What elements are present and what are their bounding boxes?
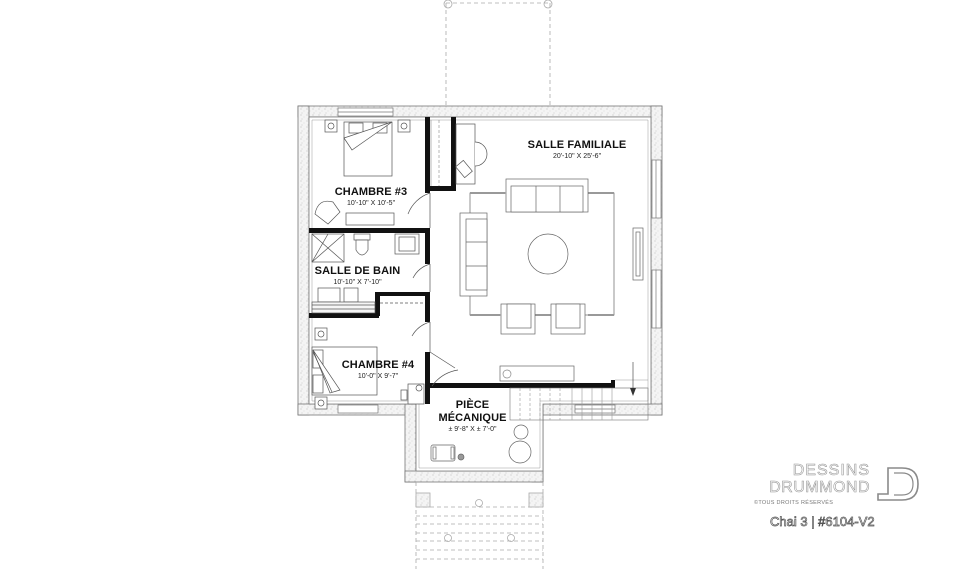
logo-text-dessins: DESSINS <box>792 462 870 480</box>
family-room-furniture <box>459 178 644 382</box>
closet <box>430 120 440 186</box>
windows <box>337 107 662 414</box>
room-dimensions: 10'-10" X 7'-10" <box>333 279 382 286</box>
bathroom-fixtures <box>311 233 425 314</box>
room-label-chambre3: CHAMBRE #3 10'-10" X 10'-5" <box>326 186 416 208</box>
room-label-piece-mecanique: PIÈCE MÉCANIQUE ± 9'-8" X ± 7'-0" <box>430 399 515 434</box>
logo-d-mark-icon <box>877 467 919 501</box>
upper-terrace <box>443 0 553 105</box>
dessins-drummond-logo: DESSINS DRUMMOND ©TOUS DROITS RÉSERVÉS C… <box>748 462 928 542</box>
room-label-salle-de-bain: SALLE DE BAIN 10'-10" X 7'-10" <box>310 265 405 287</box>
interior-walls <box>309 117 615 404</box>
room-name: CHAMBRE #4 <box>341 359 415 371</box>
plan-name: Chai 3 | #6104-V2 <box>770 514 875 530</box>
room-dimensions: 10'-10" X 10'-5" <box>346 200 396 207</box>
mechanical-equipment <box>430 424 532 464</box>
room-dimensions: ± 9'-8" X ± 7'-0" <box>448 426 497 433</box>
room-name: SALLE DE BAIN <box>314 265 401 277</box>
chambre3-furniture <box>314 119 488 226</box>
room-name-line1: PIÈCE <box>455 399 490 411</box>
room-dimensions: 10'-0" X 9'-7" <box>357 373 399 380</box>
copyright-notice: ©TOUS DROITS RÉSERVÉS <box>754 500 834 506</box>
room-dimensions: 20'-10" X 25'-6" <box>552 153 602 160</box>
room-name: CHAMBRE #3 <box>334 186 408 198</box>
room-name: SALLE FAMILIALE <box>527 139 627 151</box>
lower-terrace <box>415 482 544 569</box>
room-name-line2: MÉCANIQUE <box>438 412 507 424</box>
logo-text-drummond: DRUMMOND <box>769 479 870 497</box>
doors <box>407 192 459 387</box>
room-label-chambre4: CHAMBRE #4 10'-0" X 9'-7" <box>336 359 420 381</box>
room-label-salle-familiale: SALLE FAMILIALE 20'-10" X 25'-6" <box>522 139 632 161</box>
stairs <box>509 362 649 421</box>
chambre4-furniture <box>311 327 425 410</box>
